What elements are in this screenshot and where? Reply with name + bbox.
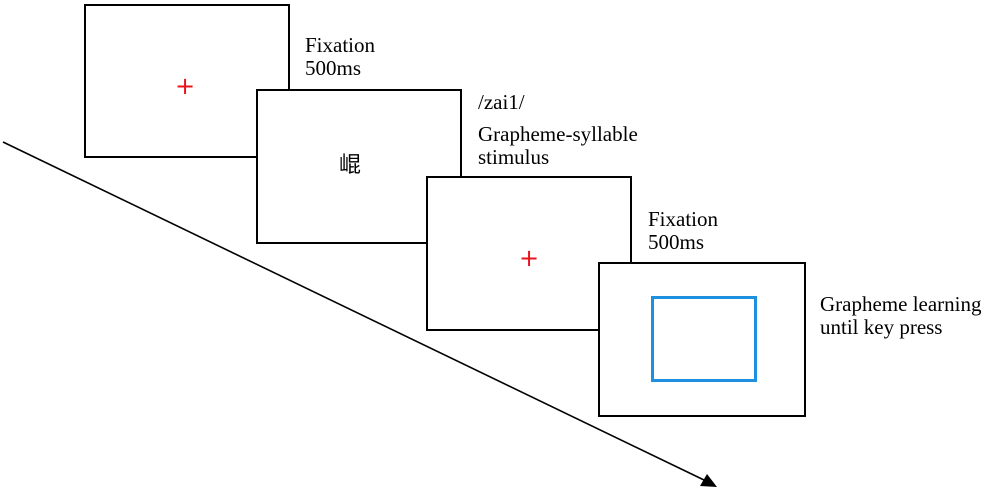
learning-frame	[651, 296, 757, 382]
timeline-arrow-shaft	[2, 141, 705, 481]
caption-fixation-1: Fixation 500ms	[305, 34, 375, 80]
caption-line: stimulus	[478, 145, 550, 169]
caption-learning: Grapheme learning until key press	[820, 293, 982, 339]
caption-line: Grapheme learning	[820, 292, 982, 316]
caption-line: Fixation	[648, 207, 719, 231]
caption-fixation-2: Fixation 500ms	[648, 208, 718, 254]
fixation-screen-1: +	[84, 4, 290, 158]
fixation-screen-2: +	[426, 176, 632, 331]
caption-line: until key press	[820, 315, 943, 339]
timeline-arrow-head	[700, 474, 717, 487]
grapheme-character: 崐	[339, 153, 362, 178]
learning-screen	[598, 262, 806, 417]
caption-line: Grapheme-syllable	[478, 122, 638, 146]
caption-syllable: /zai1/	[478, 90, 525, 114]
caption-line: 500ms	[648, 230, 705, 254]
caption-stimulus: /zai1/ Grapheme-syllable stimulus	[478, 91, 638, 169]
caption-line: Fixation	[305, 33, 376, 57]
fixation-cross-icon: +	[175, 72, 196, 100]
caption-line: 500ms	[305, 56, 362, 80]
fixation-cross-icon: +	[519, 244, 540, 272]
